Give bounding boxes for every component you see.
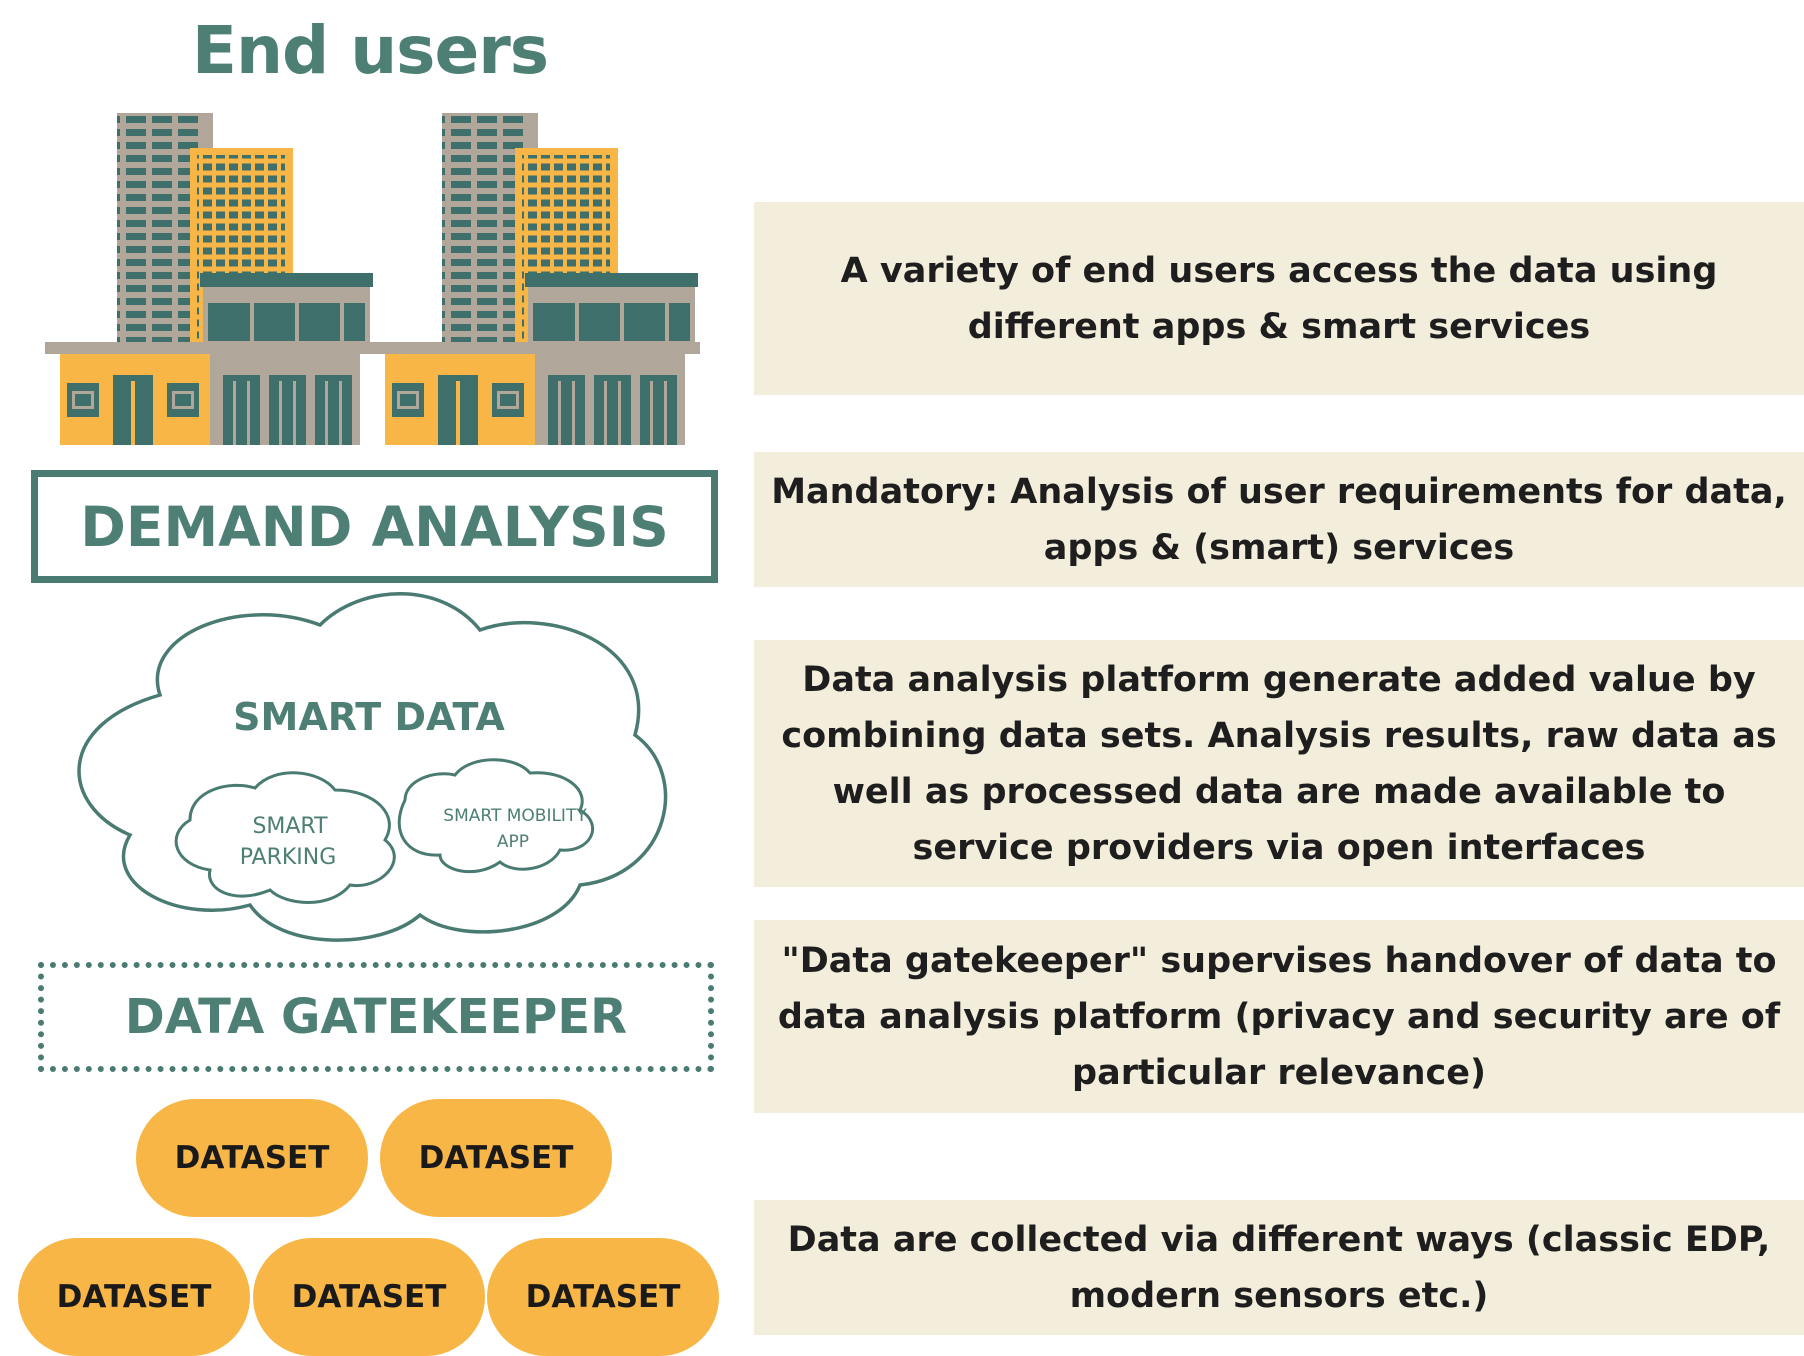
dataset-pill: DATASET [18,1238,250,1356]
dataset-pill: DATASET [253,1238,485,1356]
buildings-illustration [45,113,700,445]
smart-parking-label-line2: PARKING [240,845,337,870]
demand-analysis-box: DEMAND ANALYSIS [31,470,718,583]
description-data-gatekeeper: "Data gatekeeper" supervises handover of… [754,920,1804,1113]
description-smart-data: Data analysis platform generate added va… [754,640,1804,887]
smart-data-cloud: SMART DATA SMART PARKING SMART MOBILITY … [77,592,668,942]
dataset-pill: DATASET [380,1099,612,1217]
description-end-users: A variety of end users access the data u… [754,202,1804,395]
smart-parking-label-line1: SMART [252,814,328,839]
small-cloud-mobility [397,758,594,874]
data-gatekeeper-box: DATA GATEKEEPER [38,962,714,1072]
small-cloud-parking [174,771,396,904]
description-demand-analysis: Mandatory: Analysis of user requirements… [754,452,1804,587]
title-end-users: End users [191,12,549,89]
smart-data-label: SMART DATA [233,695,505,739]
smart-mobility-label-line1: SMART MOBILITY [443,806,587,826]
description-datasets: Data are collected via different ways (c… [754,1200,1804,1335]
cloud-shape [77,592,668,942]
dataset-pill: DATASET [136,1099,368,1217]
smart-mobility-label-line2: APP [497,832,529,852]
dataset-pill: DATASET [487,1238,719,1356]
